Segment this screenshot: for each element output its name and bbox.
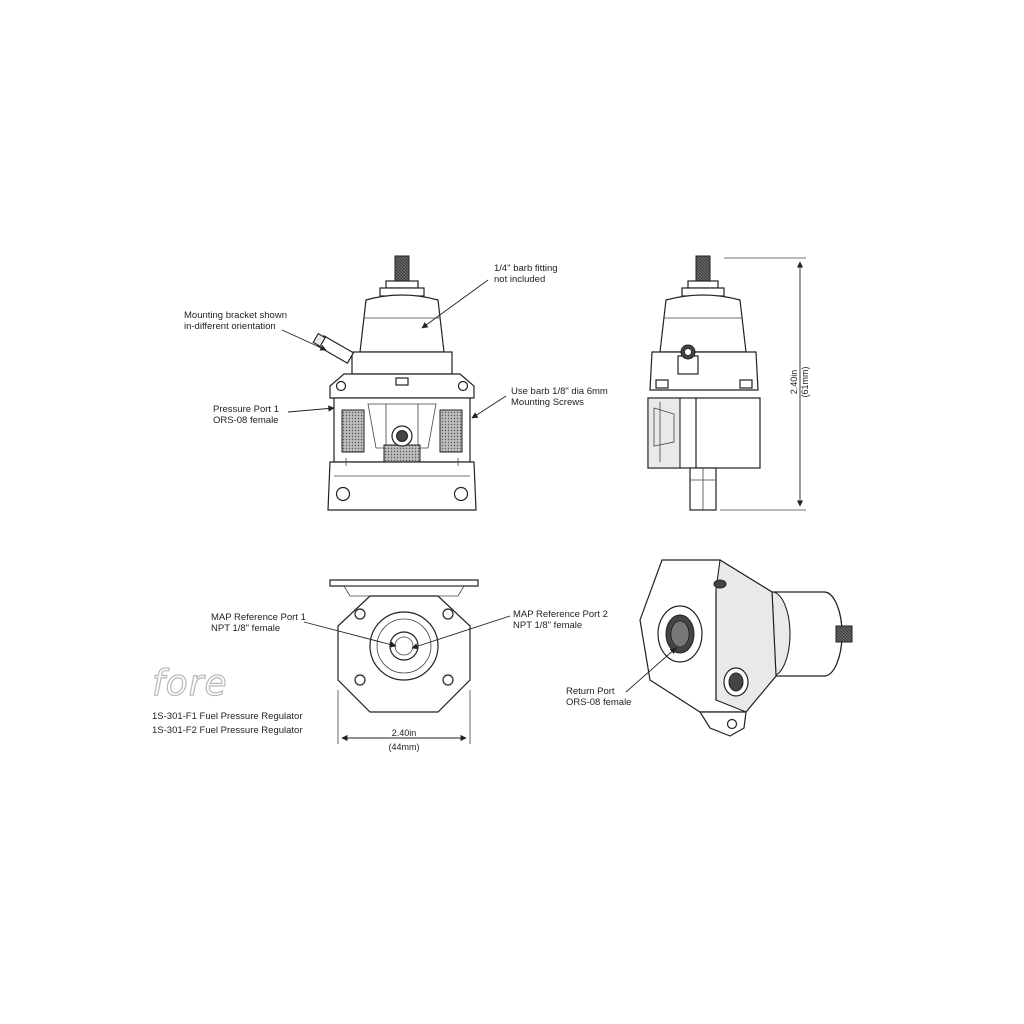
width-dimension-mm: (44mm) — [389, 742, 420, 752]
label-map-port-2: MAP Reference Port 2 — [513, 609, 608, 620]
title-block: fore 1S-301-F1 Fuel Pressure Regulator 1… — [151, 662, 303, 736]
label-return-port: Return Port — [566, 686, 615, 697]
label-map-port-2-type: NPT 1/8" female — [513, 620, 582, 631]
side-barb-fitting — [677, 344, 699, 375]
front-view — [312, 255, 477, 511]
front-view-annotations: 1/4" barb fitting not included Mounting … — [184, 263, 608, 426]
product-title-1: 1S-301-F1 Fuel Pressure Regulator — [152, 711, 303, 722]
iso-adjuster-stud — [835, 625, 853, 643]
bottom-flange — [329, 579, 479, 587]
side-cap — [659, 294, 747, 353]
iso-mount-tab — [698, 711, 747, 737]
base-bracket — [327, 461, 477, 511]
label-return-port-type: ORS-08 female — [566, 697, 631, 708]
isometric-view — [639, 559, 853, 737]
label-mounting-orientation: in-different orientation — [184, 321, 276, 332]
adjuster-stud — [394, 255, 410, 283]
label-mounting-screws-type: Mounting Screws — [511, 397, 584, 408]
bottom-view — [329, 579, 479, 713]
height-dimension: 2.40in (61mm) — [720, 257, 810, 511]
label-map-port-1: MAP Reference Port 1 — [211, 612, 306, 623]
brand-logo: fore — [152, 663, 228, 704]
label-pressure-port: Pressure Port 1 — [213, 404, 279, 415]
height-dimension-mm: (61mm) — [800, 366, 810, 397]
label-pressure-port-type: ORS-08 female — [213, 415, 278, 426]
width-dimension-in: 2.40in — [392, 728, 417, 738]
width-dimension: 2.40in (44mm) — [337, 690, 471, 752]
map-port-center — [389, 631, 419, 661]
isometric-annotations: Return Port ORS-08 female — [566, 647, 677, 708]
height-dimension-in: 2.40in — [789, 370, 799, 395]
product-title-2: 1S-301-F2 Fuel Pressure Regulator — [152, 725, 303, 736]
bottom-view-annotations: MAP Reference Port 1 NPT 1/8" female MAP… — [211, 609, 608, 650]
regulator-cap — [359, 294, 445, 353]
label-mounting-screws: Use barb 1/8" dia 6mm — [511, 386, 608, 397]
label-barb-fitting-note: not included — [494, 274, 545, 285]
label-map-port-1-type: NPT 1/8" female — [211, 623, 280, 634]
barb-fitting-front — [312, 332, 355, 365]
label-barb-fitting: 1/4" barb fitting — [494, 263, 558, 274]
side-view — [647, 255, 761, 511]
label-mounting-bracket: Mounting bracket shown — [184, 310, 287, 321]
mounting-ears — [329, 373, 475, 399]
